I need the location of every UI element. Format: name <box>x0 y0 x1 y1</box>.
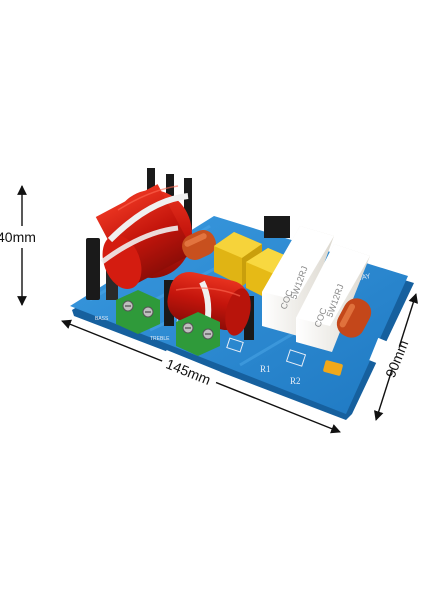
label-way: WAY <box>355 273 372 283</box>
label-r1: R1 <box>260 364 271 374</box>
label-treble: TREBLE <box>150 336 170 342</box>
label-r2: R2 <box>290 376 301 386</box>
height-label: 40mm <box>0 229 36 245</box>
ceramic-resistor-1: COC 5W12RJ <box>262 226 334 336</box>
height-dimension: 40mm <box>0 185 44 306</box>
label-bass: BASS <box>95 316 109 322</box>
red-capacitor-right <box>336 298 372 338</box>
red-capacitor-back <box>182 229 216 261</box>
width-dimension: 90mm <box>369 293 423 421</box>
large-inductor-coil <box>86 168 195 300</box>
